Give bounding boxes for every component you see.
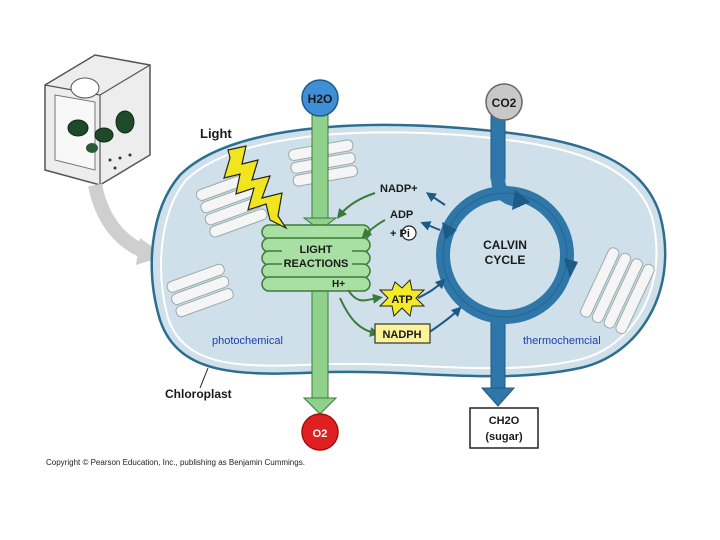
sugar-box [469,407,539,449]
calvin-label-line1: CALVIN [483,238,527,252]
grana-stacks [166,139,655,335]
sugar-label-line2: (sugar) [485,431,523,443]
cycle-connector-arrows [336,192,462,337]
nadph-box [374,323,431,344]
nadp-plus-label: NADP+ [380,183,418,195]
oxygen-label: O2 [313,428,328,440]
zoom-arrow [88,183,148,259]
light-reactions-label-line2: REACTIONS [284,258,349,270]
light-label: Light [200,126,232,141]
co2-circle [485,83,523,121]
atp-burst [378,278,426,318]
sugar-label-line1: CH2O [489,415,520,427]
copyright-text: Copyright © Pearson Education, Inc., pub… [46,458,305,467]
h-plus-label: H+ [332,279,345,290]
plant-cell-icon [44,54,151,186]
light-reactions-label-line1: LIGHT [300,244,333,256]
phosphate-icon [401,225,417,241]
chloroplast-label: Chloroplast [165,387,232,401]
calvin-cycle-ring [436,186,578,324]
calvin-label-line2: CYCLE [485,253,526,267]
plus-pi-label: + Pi [390,228,410,240]
thermochemical-label: thermochemcial [523,335,601,347]
lightning-icon [223,145,288,230]
water-circle [301,79,339,117]
photochemical-label: photochemical [212,335,283,347]
nadph-label: NADPH [382,329,421,341]
co2-label: CO2 [492,96,517,110]
adp-label: ADP [390,209,413,221]
oxygen-circle [301,413,339,451]
atp-label: ATP [391,294,412,306]
water-label: H2O [308,92,333,106]
